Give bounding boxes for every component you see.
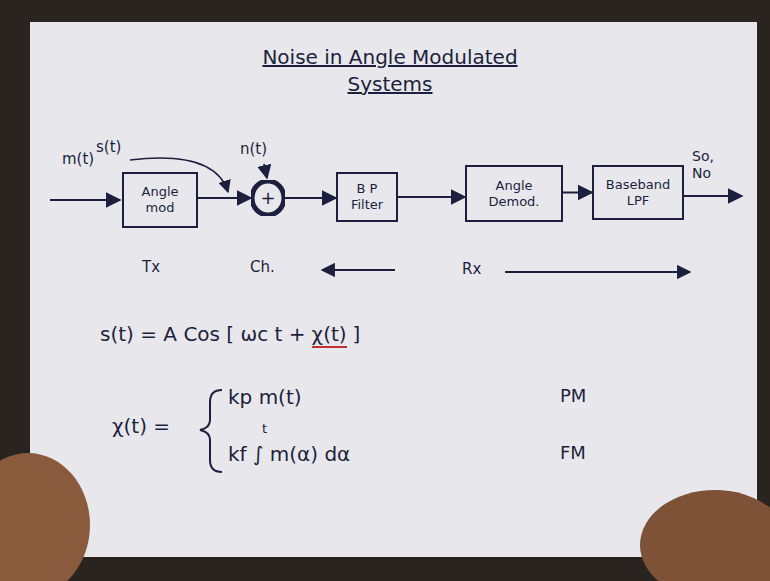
brace	[200, 390, 222, 472]
section-name: Rx	[462, 260, 481, 278]
equation-text: ]	[353, 322, 361, 346]
signal-name: So, No	[692, 148, 732, 182]
signal-connector	[563, 192, 592, 194]
equation-text: PM	[560, 385, 586, 407]
title: Noise in Angle Modulated Systems	[230, 44, 550, 98]
node-text: Angle Demod.	[471, 178, 557, 209]
signal-connector	[398, 196, 465, 198]
signal-name: n(t)	[240, 140, 267, 158]
span-arrow	[505, 271, 690, 273]
paper	[30, 22, 757, 557]
process-box: Angle mod	[122, 172, 198, 228]
equation-text: χ(t)	[312, 322, 347, 348]
signal-connector	[198, 197, 251, 199]
equation-text: FM	[560, 442, 586, 464]
signal-name: s(t)	[96, 138, 121, 156]
hand	[0, 453, 90, 581]
input-arrow	[50, 199, 120, 201]
node-text: +	[260, 187, 275, 209]
equation-text: kp m(t)	[228, 385, 302, 409]
node-text: Baseband LPF	[598, 177, 678, 208]
equation-text: kf ∫ m(α) dα	[228, 442, 350, 466]
equation-text: s(t) = A Cos [ ωc t +	[100, 322, 306, 346]
signal-connector	[285, 197, 336, 199]
filter-box: Baseband LPF	[592, 165, 684, 220]
equation-text: χ(t) =	[112, 414, 170, 438]
equation-text: t	[262, 421, 267, 437]
noise-arrow	[264, 164, 267, 178]
hand	[640, 490, 770, 581]
output-arrow	[684, 195, 742, 197]
node-text: Angle mod	[128, 184, 192, 215]
summing-junction: +	[251, 180, 285, 216]
signal-name: m(t)	[62, 150, 94, 168]
demodulator-box: Angle Demod.	[465, 165, 563, 222]
circle-outline	[252, 181, 284, 215]
node-text: B P Filter	[342, 181, 392, 212]
filter-box: B P Filter	[336, 172, 398, 222]
section-name: Ch.	[250, 258, 275, 276]
section-name: Tx	[142, 258, 160, 276]
span-arrow	[322, 269, 395, 271]
